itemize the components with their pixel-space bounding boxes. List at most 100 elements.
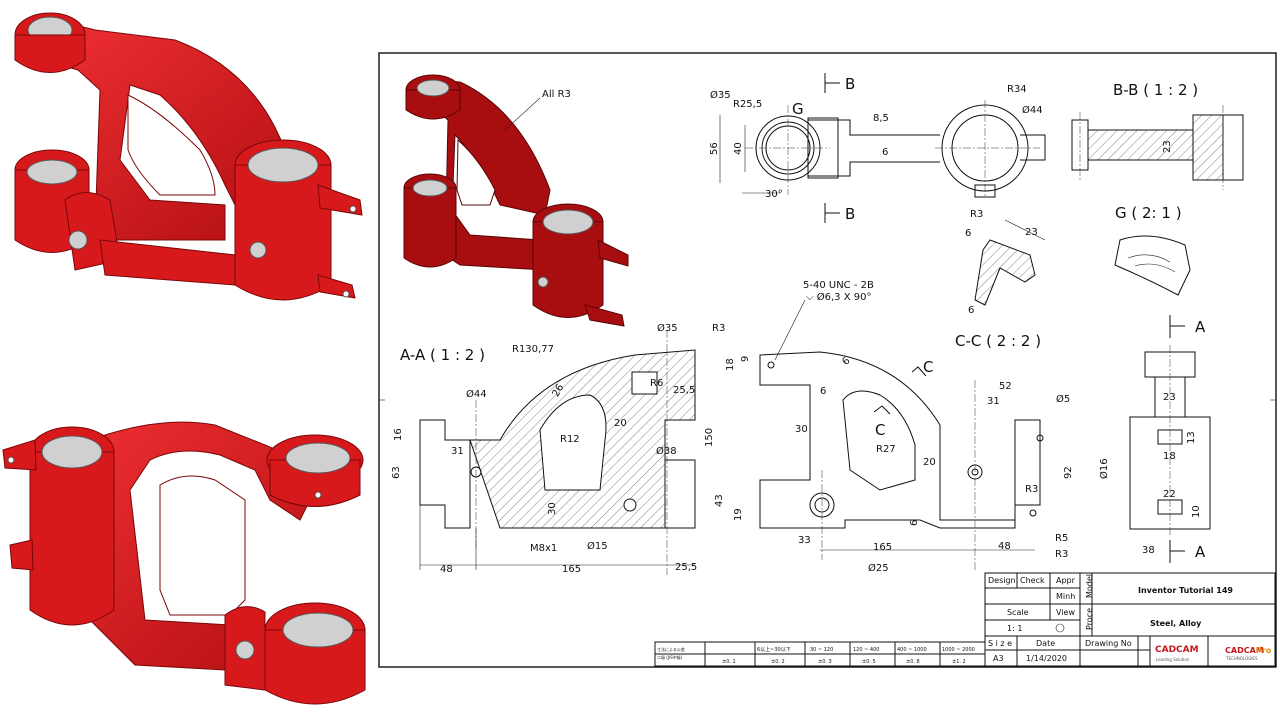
tol-value-6: ±1. 2 <box>952 659 966 665</box>
tol-header-5: 1000 ~ 2000 <box>942 647 975 653</box>
thread-note-1: 5-40 UNC - 2B <box>803 280 874 291</box>
tb-material: Steel, Alloy <box>1150 619 1202 628</box>
tol-value-4: ±0. 5 <box>862 659 876 665</box>
dim-d35-top: Ø35 <box>710 89 731 101</box>
dim-20-aa: 20 <box>614 418 627 429</box>
section-mark-a-top: A <box>1195 318 1206 336</box>
section-mark-b-bottom: B <box>845 205 855 223</box>
tb-title: Inventor Tutorial 149 <box>1138 586 1233 595</box>
dim-30-front: 30 <box>795 424 808 435</box>
section-mark-c-top: C <box>923 358 933 376</box>
dim-6-cc-b: 6 <box>968 305 974 316</box>
dim-23-cc: 23 <box>1025 227 1038 238</box>
iso-note: All R3 <box>542 89 571 100</box>
dim-150: 150 <box>704 428 715 447</box>
tol-value-5: ±0. 8 <box>906 659 920 665</box>
dim-9: 9 <box>740 356 751 362</box>
tb-size: A3 <box>993 654 1004 663</box>
dim-r27: R27 <box>876 444 896 455</box>
title-block: Design Check Appr Minh Model Inventor Tu… <box>984 572 1276 667</box>
tb-appr-name: Minh <box>1056 592 1075 601</box>
dim-165-aa: 165 <box>562 564 581 575</box>
detail-g-title: G ( 2: 1 ) <box>1115 204 1182 222</box>
section-aa: A-A ( 1 : 2 ) R130,77 Ø35 R3 Ø44 R6 25,5… <box>391 322 725 575</box>
dim-m8: M8x1 <box>530 543 557 554</box>
dim-56: 56 <box>709 142 720 155</box>
section-mark-b-top: B <box>845 75 855 93</box>
dim-r3-cc: R3 <box>970 209 983 220</box>
dim-d16: Ø16 <box>1098 458 1110 479</box>
dim-d38: Ø38 <box>656 445 677 457</box>
dim-31-front: 31 <box>987 396 1000 407</box>
dim-52: 52 <box>999 381 1012 392</box>
tb-drawing-no: Drawing No <box>1085 639 1132 648</box>
side-view: A A 23 13 18 Ø16 22 10 38 <box>1098 315 1211 563</box>
dim-6-front-b: 6 <box>820 386 826 397</box>
dim-30-deg: 30° <box>765 189 783 200</box>
tb-model-label: Model <box>1085 574 1094 598</box>
dim-10: 10 <box>1191 505 1202 518</box>
dim-18-side: 18 <box>1163 451 1176 462</box>
dim-16: 16 <box>393 428 404 441</box>
projection-symbol-icon <box>1055 623 1065 633</box>
dim-d44-top: Ø44 <box>1022 104 1043 116</box>
detail-g: G ( 2: 1 ) <box>1114 204 1191 296</box>
dim-31-aa: 31 <box>451 446 464 457</box>
section-bb-title: B-B ( 1 : 2 ) <box>1113 81 1198 99</box>
dim-r3-aa: R3 <box>712 323 725 334</box>
tb-size-header: S i z e <box>988 639 1012 648</box>
dim-d35-aa: Ø35 <box>657 322 678 334</box>
dim-r3-front-b: R3 <box>1055 549 1068 560</box>
tol-header-4: 400 ~ 1000 <box>897 647 927 653</box>
dim-25-5-aa: 25,5 <box>673 385 695 396</box>
thread-note-2: ⌵ Ø6,3 X 90° <box>806 291 871 303</box>
tol-header-1: 6以上~30以下 <box>757 646 791 653</box>
tol-header-3: 120 ~ 400 <box>853 647 879 653</box>
dim-33: 33 <box>798 535 811 546</box>
logo-cadcam-sub: Leading Solution <box>1156 657 1190 662</box>
section-cc-title: C-C ( 2 : 2 ) <box>955 332 1041 350</box>
dim-r130: R130,77 <box>512 344 554 355</box>
dim-18-front: 18 <box>725 358 736 371</box>
dim-20-front: 20 <box>923 457 936 468</box>
dim-23-bb: 23 <box>1162 140 1173 153</box>
tol-value-3: ±0. 3 <box>818 659 832 665</box>
dim-6-front-c: 6 <box>909 520 920 526</box>
tb-check: Check <box>1020 576 1045 585</box>
logo-cadcampro-sub: TECHNOLOGIES <box>1225 656 1258 661</box>
dim-d44-aa: Ø44 <box>466 388 487 400</box>
dim-63: 63 <box>391 466 402 479</box>
dim-r12: R12 <box>560 434 580 445</box>
render-top-left <box>14 12 363 301</box>
dim-38-side: 38 <box>1142 545 1155 556</box>
dim-8-5: 8,5 <box>873 113 889 124</box>
tb-scale-header: Scale <box>1007 608 1029 617</box>
section-mark-c-bottom: C <box>875 421 885 439</box>
tb-appr: Appr <box>1056 576 1076 585</box>
dim-d5: Ø5 <box>1056 393 1070 405</box>
iso-view: All R3 <box>403 74 629 327</box>
sheet-border <box>378 52 1277 668</box>
render-bottom-left <box>2 421 366 705</box>
dim-40: 40 <box>733 142 744 155</box>
tol-value-2: ±0. 2 <box>771 659 785 665</box>
dim-r34: R34 <box>1007 84 1027 95</box>
tolerance-table: 寸法による公差 二級 (JIS中級) 6以上~30以下 30 ~ 120 120… <box>654 641 986 667</box>
dim-6-top: 6 <box>882 147 888 158</box>
dim-23-side: 23 <box>1163 392 1176 403</box>
section-cc: R3 6 23 6 C-C ( 2 : 2 ) <box>955 209 1046 350</box>
dim-r3-front-a: R3 <box>1025 484 1038 495</box>
tb-view-header: View <box>1056 608 1075 617</box>
tb-proc-label: Proce <box>1085 608 1094 630</box>
dim-25-5-aa-b: 25,5 <box>675 562 697 573</box>
tol-header-2: 30 ~ 120 <box>810 647 833 653</box>
dim-92: 92 <box>1063 466 1074 479</box>
dim-48-front: 48 <box>998 541 1011 552</box>
detail-g-marker: G <box>792 100 804 118</box>
tol-value-1: ±0. 1 <box>722 659 736 665</box>
section-mark-a-bottom: A <box>1195 543 1206 561</box>
front-view: 5-40 UNC - 2B ⌵ Ø6,3 X 90° C C 18 9 6 6 … <box>714 280 1074 574</box>
dim-165-front: 165 <box>873 542 892 553</box>
section-bb: B-B ( 1 : 2 ) 23 <box>1071 81 1244 190</box>
